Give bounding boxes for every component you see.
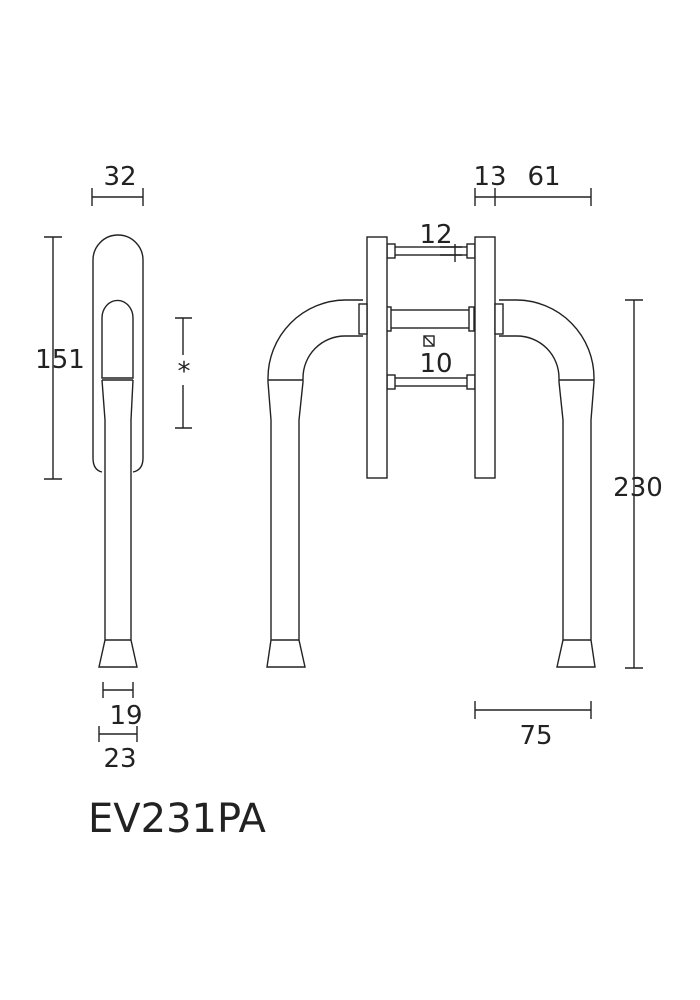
dim-19: 19 [102, 682, 143, 731]
model-title: EV231PA [88, 796, 267, 842]
dim-32-label: 32 [103, 162, 136, 192]
rose-plate-front [92, 234, 144, 473]
front-view [92, 234, 144, 668]
square-spindle-symbol [423, 335, 435, 347]
dim-151: 151 [35, 236, 85, 480]
dim-230: 230 [613, 299, 663, 669]
dim-12-label: 12 [419, 220, 452, 250]
handle-lever-front [98, 379, 138, 668]
dim-10-label: 10 [419, 349, 452, 379]
dim-23-label: 23 [103, 744, 136, 774]
dim-75-label: 75 [519, 721, 552, 751]
dim-23: 23 [98, 726, 138, 774]
dim-151-label: 151 [35, 345, 85, 375]
dim-star-label: * [178, 357, 191, 387]
dim-230-label: 230 [613, 473, 663, 503]
rose-plate-left [366, 236, 388, 479]
spindle-bars [385, 243, 476, 390]
dim-13-label: 13 [473, 162, 506, 192]
side-view [266, 236, 596, 668]
dim-13-61: 13 61 [473, 162, 592, 206]
rose-plate-right [474, 236, 496, 479]
dim-75: 75 [474, 701, 592, 751]
dim-12: 12 [419, 220, 462, 262]
handle-left [266, 299, 368, 668]
dim-32: 32 [91, 162, 144, 206]
handle-grip-front [101, 299, 134, 379]
handle-right [494, 299, 596, 668]
dim-star: * [175, 317, 192, 429]
dim-61-label: 61 [527, 162, 560, 192]
